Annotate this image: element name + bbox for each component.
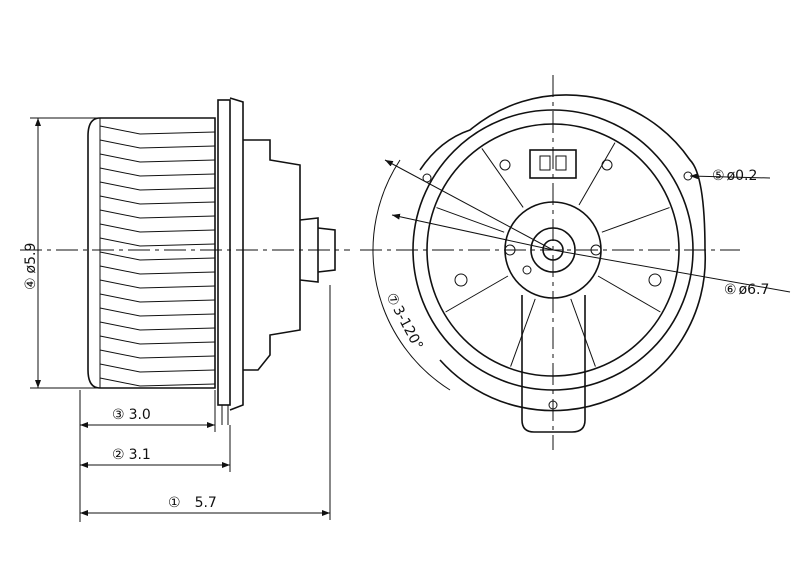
- bolt-circle-arc: [372, 159, 451, 391]
- fan-blade: [99, 139, 216, 149]
- spoke: [481, 148, 524, 208]
- fan-blade: [99, 209, 216, 219]
- fan-blade: [99, 321, 216, 331]
- spoke: [578, 142, 616, 206]
- leader-6: [552, 249, 791, 293]
- fan-blade: [99, 125, 216, 135]
- inner-ring: [426, 123, 680, 377]
- spoke: [570, 298, 596, 367]
- fan-blade: [99, 293, 216, 303]
- fan-blade: [99, 349, 216, 359]
- outer-ring: [412, 109, 694, 391]
- fan-blade: [99, 153, 216, 163]
- spoke: [436, 207, 505, 233]
- fan-blade: [99, 377, 216, 387]
- spoke: [510, 298, 536, 367]
- shaft: [542, 239, 564, 261]
- fan-blade: [99, 335, 216, 345]
- spokes: [436, 142, 670, 367]
- mounting-plate: [217, 97, 244, 425]
- spoke: [601, 207, 670, 233]
- fan-blade: [99, 181, 216, 191]
- spoke: [445, 275, 509, 313]
- shaft-boss: [530, 227, 576, 273]
- fan-blade: [99, 363, 216, 373]
- fan-blade: [99, 167, 216, 177]
- leader-5: [689, 173, 771, 180]
- fan-blade: [99, 279, 216, 289]
- fan-blade: [99, 265, 216, 275]
- housing-flange: [419, 94, 707, 412]
- lower-bracket: [521, 295, 586, 433]
- dimension-4-label: ④ø5.9: [23, 243, 39, 290]
- connector: [529, 149, 577, 179]
- fan-wheel: [87, 117, 216, 389]
- fan-blade: [99, 251, 216, 261]
- fan-blade: [99, 195, 216, 205]
- fan-blade: [99, 237, 216, 247]
- fan-blade: [99, 223, 216, 233]
- fan-blade: [99, 307, 216, 317]
- motor-body: [243, 139, 336, 371]
- spoke: [597, 275, 661, 313]
